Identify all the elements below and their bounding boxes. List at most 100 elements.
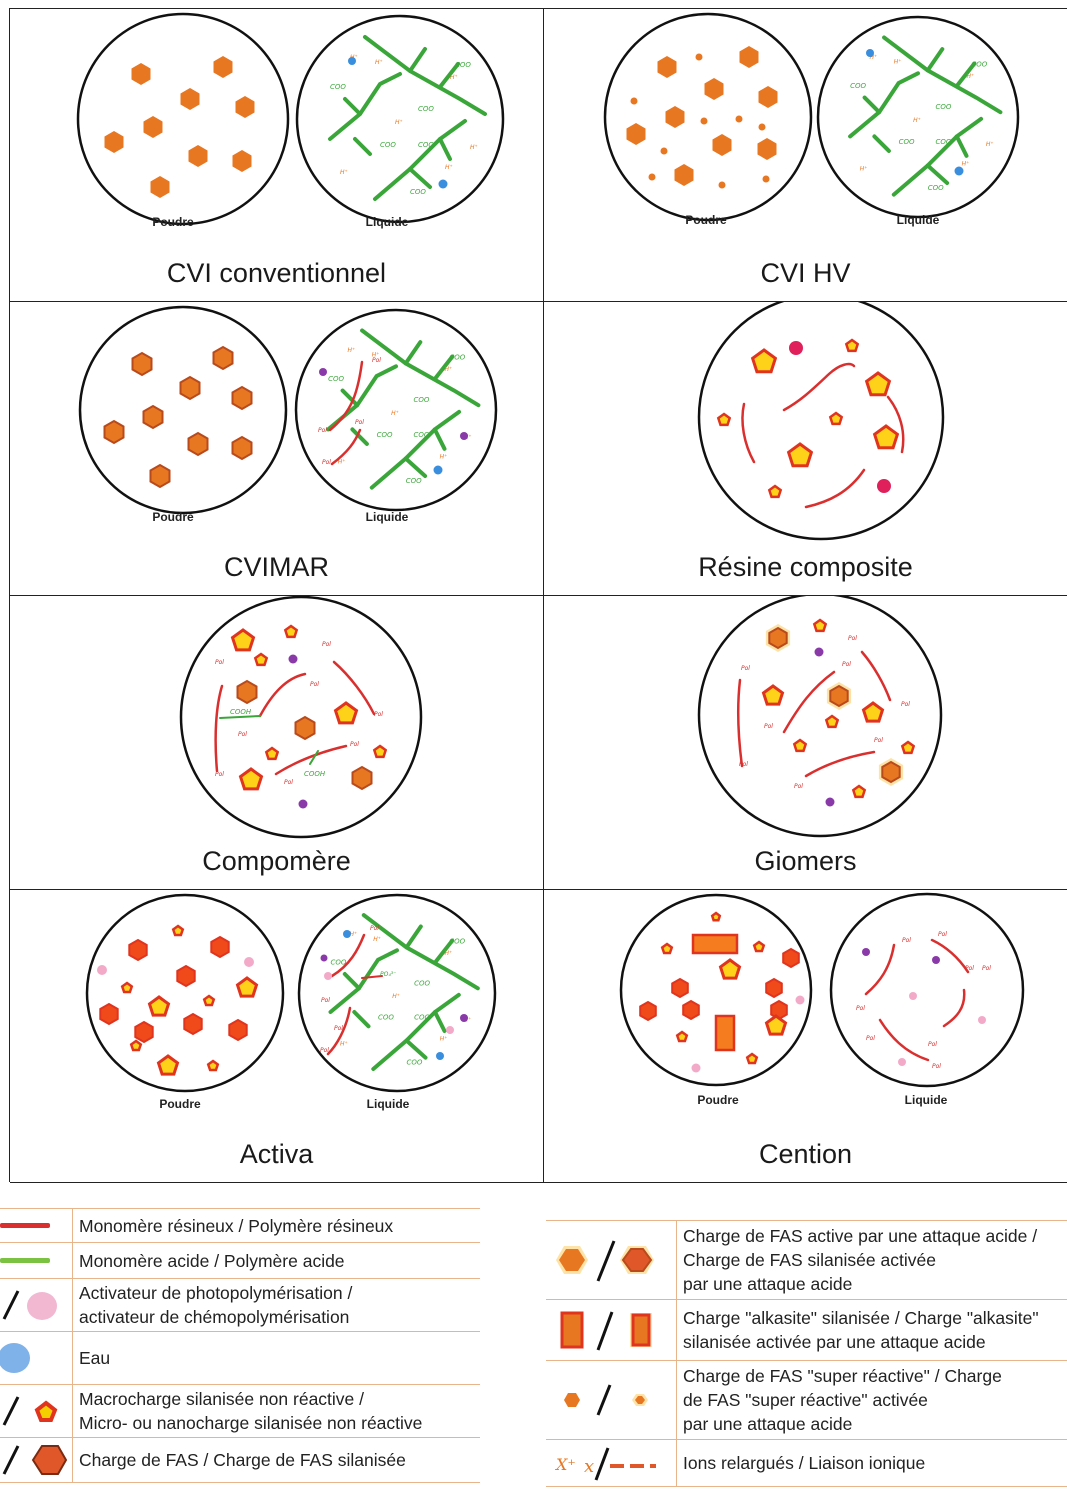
- ion-label: H⁺: [350, 931, 358, 938]
- fas-filler-particle: [757, 138, 777, 160]
- acid-polymer-branch: [438, 62, 460, 89]
- pol-label: Pol: [215, 771, 224, 778]
- silanized-filler-particle: [792, 738, 808, 753]
- silanized-filler-particle: [844, 338, 860, 353]
- legend-text: Ions relargués / Liaison ionique: [683, 1453, 926, 1473]
- silanized-filler-particle: [851, 784, 867, 799]
- legend-row-acid: Monomère acide / Polymère acide: [0, 1242, 480, 1279]
- micro-filler: [718, 181, 726, 189]
- pol-label: Pol: [938, 931, 947, 938]
- silanized-filler-particle: [750, 348, 778, 374]
- silanized-filler-particle: [767, 484, 783, 499]
- powder-label: Poudre: [152, 215, 194, 229]
- activator-molecule: [814, 647, 824, 657]
- fas-filler-particle: [639, 1000, 657, 1022]
- powder-label: Poudre: [152, 510, 194, 524]
- resin-polymer-chain: [782, 362, 856, 412]
- resin-polymer-chain: [860, 650, 892, 702]
- acid-polymer-branch: [352, 1010, 371, 1029]
- legend-text-line3: par une attaque acide: [683, 1274, 853, 1294]
- acid-polymer-chain: [361, 913, 480, 991]
- fas-filler-particle: [657, 56, 677, 78]
- pol-label: Pol: [322, 459, 331, 466]
- silanized-filler-particle: [171, 924, 185, 937]
- fas-filler-particle: [294, 715, 316, 741]
- coo-label: COO: [407, 1058, 423, 1066]
- fas-filler-particle: [232, 150, 252, 172]
- acid-polymer-branch: [433, 1010, 447, 1033]
- chemo-activator: [446, 1026, 454, 1034]
- pol-label: Pol: [284, 779, 293, 786]
- resin-polymer-chain: [886, 395, 905, 454]
- fas-filler-particle: [228, 1018, 248, 1042]
- acid-polymer-branch: [954, 61, 977, 88]
- pol-label: Pol: [848, 635, 857, 642]
- pol-label: Pol: [741, 665, 750, 672]
- fas-filler-particle: [626, 123, 646, 145]
- caption-cvimar: CVIMAR: [223, 552, 329, 582]
- pol-label: Pol: [932, 1063, 941, 1070]
- activator-molecule: [932, 956, 940, 964]
- acid-polymer-branch: [862, 95, 882, 115]
- fas-filler-particle: [758, 86, 778, 108]
- fas-filler-particle: [176, 964, 196, 988]
- fas-active-icon: [556, 1240, 654, 1282]
- powder-circle: [78, 305, 288, 515]
- micro-filler: [758, 123, 766, 131]
- legend-text-line2: Charge de FAS silanisée activée: [683, 1250, 936, 1270]
- activa-diagram: COOCOOCOOCOOCOOCOOH⁺H⁺H⁺H⁺H⁺H⁺H⁺PO₄³⁻Pol…: [85, 893, 497, 1093]
- micro-filler: [695, 53, 703, 61]
- super-reactive-icon: [564, 1384, 648, 1416]
- pol-label: Pol: [902, 937, 911, 944]
- coo-label: COO: [328, 375, 344, 383]
- acid-polymer-branch: [340, 388, 360, 408]
- fas-filler-particle: [128, 938, 148, 962]
- pol-label: Pol: [320, 1047, 329, 1054]
- acid-polymer-branch: [433, 938, 455, 965]
- pol-label: Pol: [901, 701, 910, 708]
- coo-label: COO: [330, 83, 346, 91]
- coo-label: COO: [935, 138, 951, 146]
- silanized-filler-particle: [745, 1052, 759, 1065]
- alkasite-filler: [714, 1014, 736, 1052]
- resin-polymer-chain: [328, 360, 364, 432]
- ion-label: H⁺: [445, 366, 453, 373]
- coo-label: COO: [971, 61, 987, 69]
- resin-polymer-chain: [782, 670, 836, 734]
- acid-polymer-chain: [373, 119, 467, 201]
- powder-label: Poudre: [159, 1097, 201, 1111]
- ion-label: H⁺: [986, 141, 994, 148]
- coo-label: COO: [414, 979, 430, 987]
- coo-label: COO: [380, 141, 396, 149]
- fas-filler-particle: [739, 46, 759, 68]
- legend-text: Eau: [79, 1348, 111, 1368]
- macro-micro-filler-icon: [2, 1396, 58, 1426]
- legend-text: Monomère résineux / Polymère résineux: [79, 1215, 394, 1236]
- fas-filler-particle: [188, 145, 208, 167]
- water-molecule: [433, 465, 443, 475]
- legend-text: Macrocharge silanisée non réactive /: [79, 1389, 365, 1409]
- ion-label: H⁺: [340, 1040, 348, 1047]
- silanized-filler-particle: [675, 1030, 689, 1043]
- coo-label: COO: [377, 431, 393, 439]
- activator-molecule: [319, 368, 327, 376]
- activator-molecule: [789, 341, 803, 355]
- resine-composite-diagram: [697, 302, 945, 541]
- acid-polymer-branch: [925, 163, 950, 185]
- resin-polymer-chain: [332, 660, 376, 716]
- fas-filler-particle: [150, 176, 170, 198]
- legend-text: Monomère acide / Polymère acide: [79, 1250, 345, 1271]
- acid-polymer-branch: [353, 137, 372, 156]
- water-molecule: [436, 1052, 444, 1060]
- acid-group-link: [309, 750, 319, 765]
- resin-polymer-chain: [214, 684, 224, 773]
- liquid-label: Liquide: [365, 215, 409, 229]
- chemo-activator: [898, 1058, 906, 1066]
- activator-molecule: [460, 432, 468, 440]
- caption-cvi-conventionnel: CVI conventionnel: [166, 258, 387, 288]
- silanized-filler-particle: [872, 424, 900, 450]
- silanized-filler-particle: [238, 767, 264, 791]
- acid-polymer-branch: [872, 134, 891, 153]
